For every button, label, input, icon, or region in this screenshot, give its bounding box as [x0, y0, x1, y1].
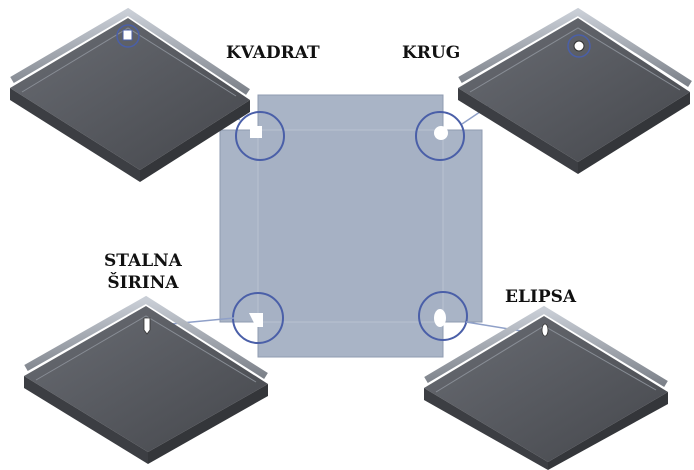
flat-sheet: [219, 94, 483, 358]
relief-tear-notch: [249, 313, 263, 327]
label-stalna-sirina: STALNA ŠIRINA: [104, 251, 182, 293]
callout-elipsa: [418, 291, 468, 341]
plate-stalna-sirina: [24, 295, 268, 464]
label-kvadrat: KVADRAT: [226, 43, 320, 63]
label-elipsa: ELIPSA: [505, 287, 577, 307]
plate-kvadrat: [10, 7, 250, 182]
plate-krug: [458, 7, 692, 174]
relief-ellipse-notch: [434, 309, 446, 327]
plate-elipsa: [424, 305, 668, 470]
label-krug: KRUG: [402, 43, 461, 63]
callout-kvadrat: [235, 111, 285, 161]
relief-square-notch: [250, 126, 262, 138]
callout-krug: [415, 111, 465, 161]
relief-round-notch: [434, 126, 448, 140]
